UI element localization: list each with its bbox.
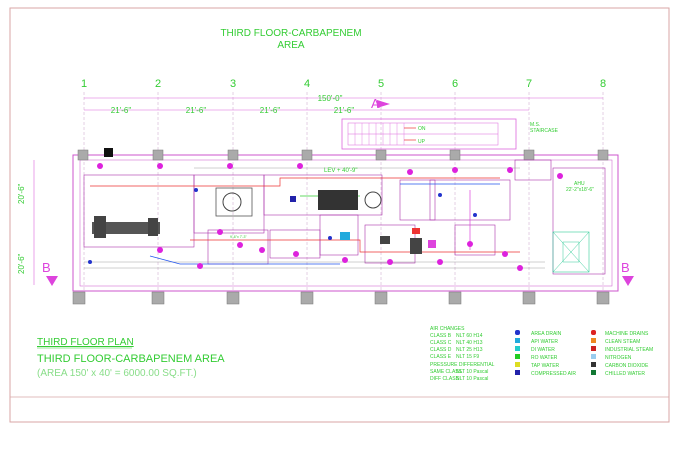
legend-swatch-clean-steam <box>591 338 596 343</box>
pd-same-val: NLT 10 Pascal <box>456 369 488 375</box>
plan-subtitle: THIRD FLOOR-CARBAPENEM AREA <box>37 353 225 365</box>
section-b-right-arrow <box>622 276 634 286</box>
ahu-label: AHU <box>574 181 585 187</box>
ac-class-b: CLASS B <box>430 333 452 339</box>
structural-columns <box>72 149 610 305</box>
interior-rooms <box>83 159 606 275</box>
legend-swatch-compressed-air <box>515 370 520 375</box>
legend-nitrogen: NITROGEN <box>605 355 632 361</box>
stair-on-label: ON <box>418 126 426 132</box>
legend-swatch-carbon-dioxide <box>591 362 596 367</box>
legend-swatch-nitrogen <box>591 354 596 359</box>
drawing-title-line2: AREA <box>277 40 305 51</box>
row-dim-label-2: 20'-6" <box>17 253 26 274</box>
legend-swatch-machine-drains <box>591 330 596 335</box>
legend-industrial-steam: INDUSTRIAL STEAM <box>605 347 653 353</box>
fixtures <box>97 163 563 271</box>
grid-label-1: 1 <box>81 78 87 90</box>
corridor-lines <box>84 167 545 269</box>
section-b-left-marker: B <box>42 260 51 275</box>
legend-chilled-water: CHILLED WATER <box>605 371 645 377</box>
ac-val-e: NLT 15 F9 <box>456 354 479 360</box>
bay-spacing-label-3: 21'-6" <box>260 106 281 115</box>
section-b-right-marker: B <box>621 260 630 275</box>
ahu-dimensions: 22'-2"x18'-6" <box>566 187 594 193</box>
legend-api-water: API WATER <box>531 339 558 345</box>
blue-fixtures <box>88 188 477 264</box>
bay-spacing-label-1: 21'-6" <box>111 106 132 115</box>
ac-val-d: NLT 25 H13 <box>456 347 483 353</box>
staircase: ON UP <box>341 118 517 150</box>
building-outline <box>72 154 619 292</box>
bay-spacing-label-2: 21'-6" <box>186 106 207 115</box>
legend-carbon-dioxide: CARBON DIOXIDE <box>605 363 649 369</box>
air-changes-table: AIR CHANGES CLASS B NLT 60 H14 CLASS C N… <box>430 326 495 382</box>
legend-tap-water: TAP WATER <box>531 363 560 369</box>
pressure-heading: PRESSURE DIFFERENTIAL <box>430 362 495 368</box>
services-legend: AREA DRAIN API WATER DI WATER RO WATER T… <box>515 330 653 377</box>
ms-staircase-line2: STAIRCASE <box>530 128 559 134</box>
area-note: (AREA 150' x 40' = 6000.00 SQ.FT.) <box>37 368 197 379</box>
section-a-arrow <box>377 100 390 108</box>
ac-class-e: CLASS E <box>430 354 452 360</box>
grid-label-6: 6 <box>452 78 458 90</box>
legend-machine-drains: MACHINE DRAINS <box>605 331 649 337</box>
plan-label: THIRD FLOOR PLAN <box>37 337 134 348</box>
ms-staircase-line1: M.S. <box>530 122 540 128</box>
grid-column-labels: 1 2 3 4 5 6 7 8 <box>81 78 606 90</box>
stair-up-label: UP <box>418 139 426 145</box>
grid-label-4: 4 <box>304 78 310 90</box>
legend-swatch-chilled-water <box>591 370 596 375</box>
air-changes-heading: AIR CHANGES <box>430 326 465 332</box>
equipment <box>92 148 436 254</box>
ac-val-c: NLT 40 H13 <box>456 340 483 346</box>
pd-diff-class: DIFF CLASS <box>430 376 460 382</box>
legend-swatch-tap-water <box>515 362 520 367</box>
sheet-border <box>9 7 670 423</box>
building-inner-outline <box>79 159 613 287</box>
legend-swatch-industrial-steam <box>591 346 596 351</box>
pd-diff-val: NLT 10 Pascal <box>456 376 488 382</box>
legend-swatch-di-water <box>515 346 520 351</box>
section-b-left-arrow <box>46 276 58 286</box>
ac-class-c: CLASS C <box>430 340 452 346</box>
legend-compressed-air: COMPRESSED AIR <box>531 371 576 377</box>
grid-label-5: 5 <box>378 78 384 90</box>
drawing-title-line1: THIRD FLOOR-CARBAPENEM <box>220 28 361 39</box>
level-label: LEV + 40'-9" <box>324 168 357 174</box>
legend-swatch-api-water <box>515 338 520 343</box>
ac-val-b: NLT 60 H14 <box>456 333 483 339</box>
legend-ro-water: RO WATER <box>531 355 558 361</box>
legend-area-drain: AREA DRAIN <box>531 331 562 337</box>
ms-staircase-label: M.S. STAIRCASE <box>530 122 559 134</box>
ac-class-d: CLASS D <box>430 347 452 353</box>
grid-label-3: 3 <box>230 78 236 90</box>
grid-label-8: 8 <box>600 78 606 90</box>
legend-swatch-area-drain <box>515 330 520 335</box>
overall-length-label: 150'-0" <box>318 94 343 103</box>
room-size-label: 9'-6"x 7'-3" <box>230 235 247 239</box>
ahu-room <box>552 231 590 273</box>
bay-spacing-label-4: 21'-6" <box>334 106 355 115</box>
grid-label-2: 2 <box>155 78 161 90</box>
legend-clean-steam: CLEAN STEAM <box>605 339 640 345</box>
grid-label-7: 7 <box>526 78 532 90</box>
legend-swatch-ro-water <box>515 354 520 359</box>
pd-same-class: SAME CLASS <box>430 369 463 375</box>
section-a-marker: A <box>371 96 380 111</box>
service-lines <box>90 177 520 265</box>
legend-di-water: DI WATER <box>531 347 555 353</box>
row-dim-label-1: 20'-6" <box>17 183 26 204</box>
